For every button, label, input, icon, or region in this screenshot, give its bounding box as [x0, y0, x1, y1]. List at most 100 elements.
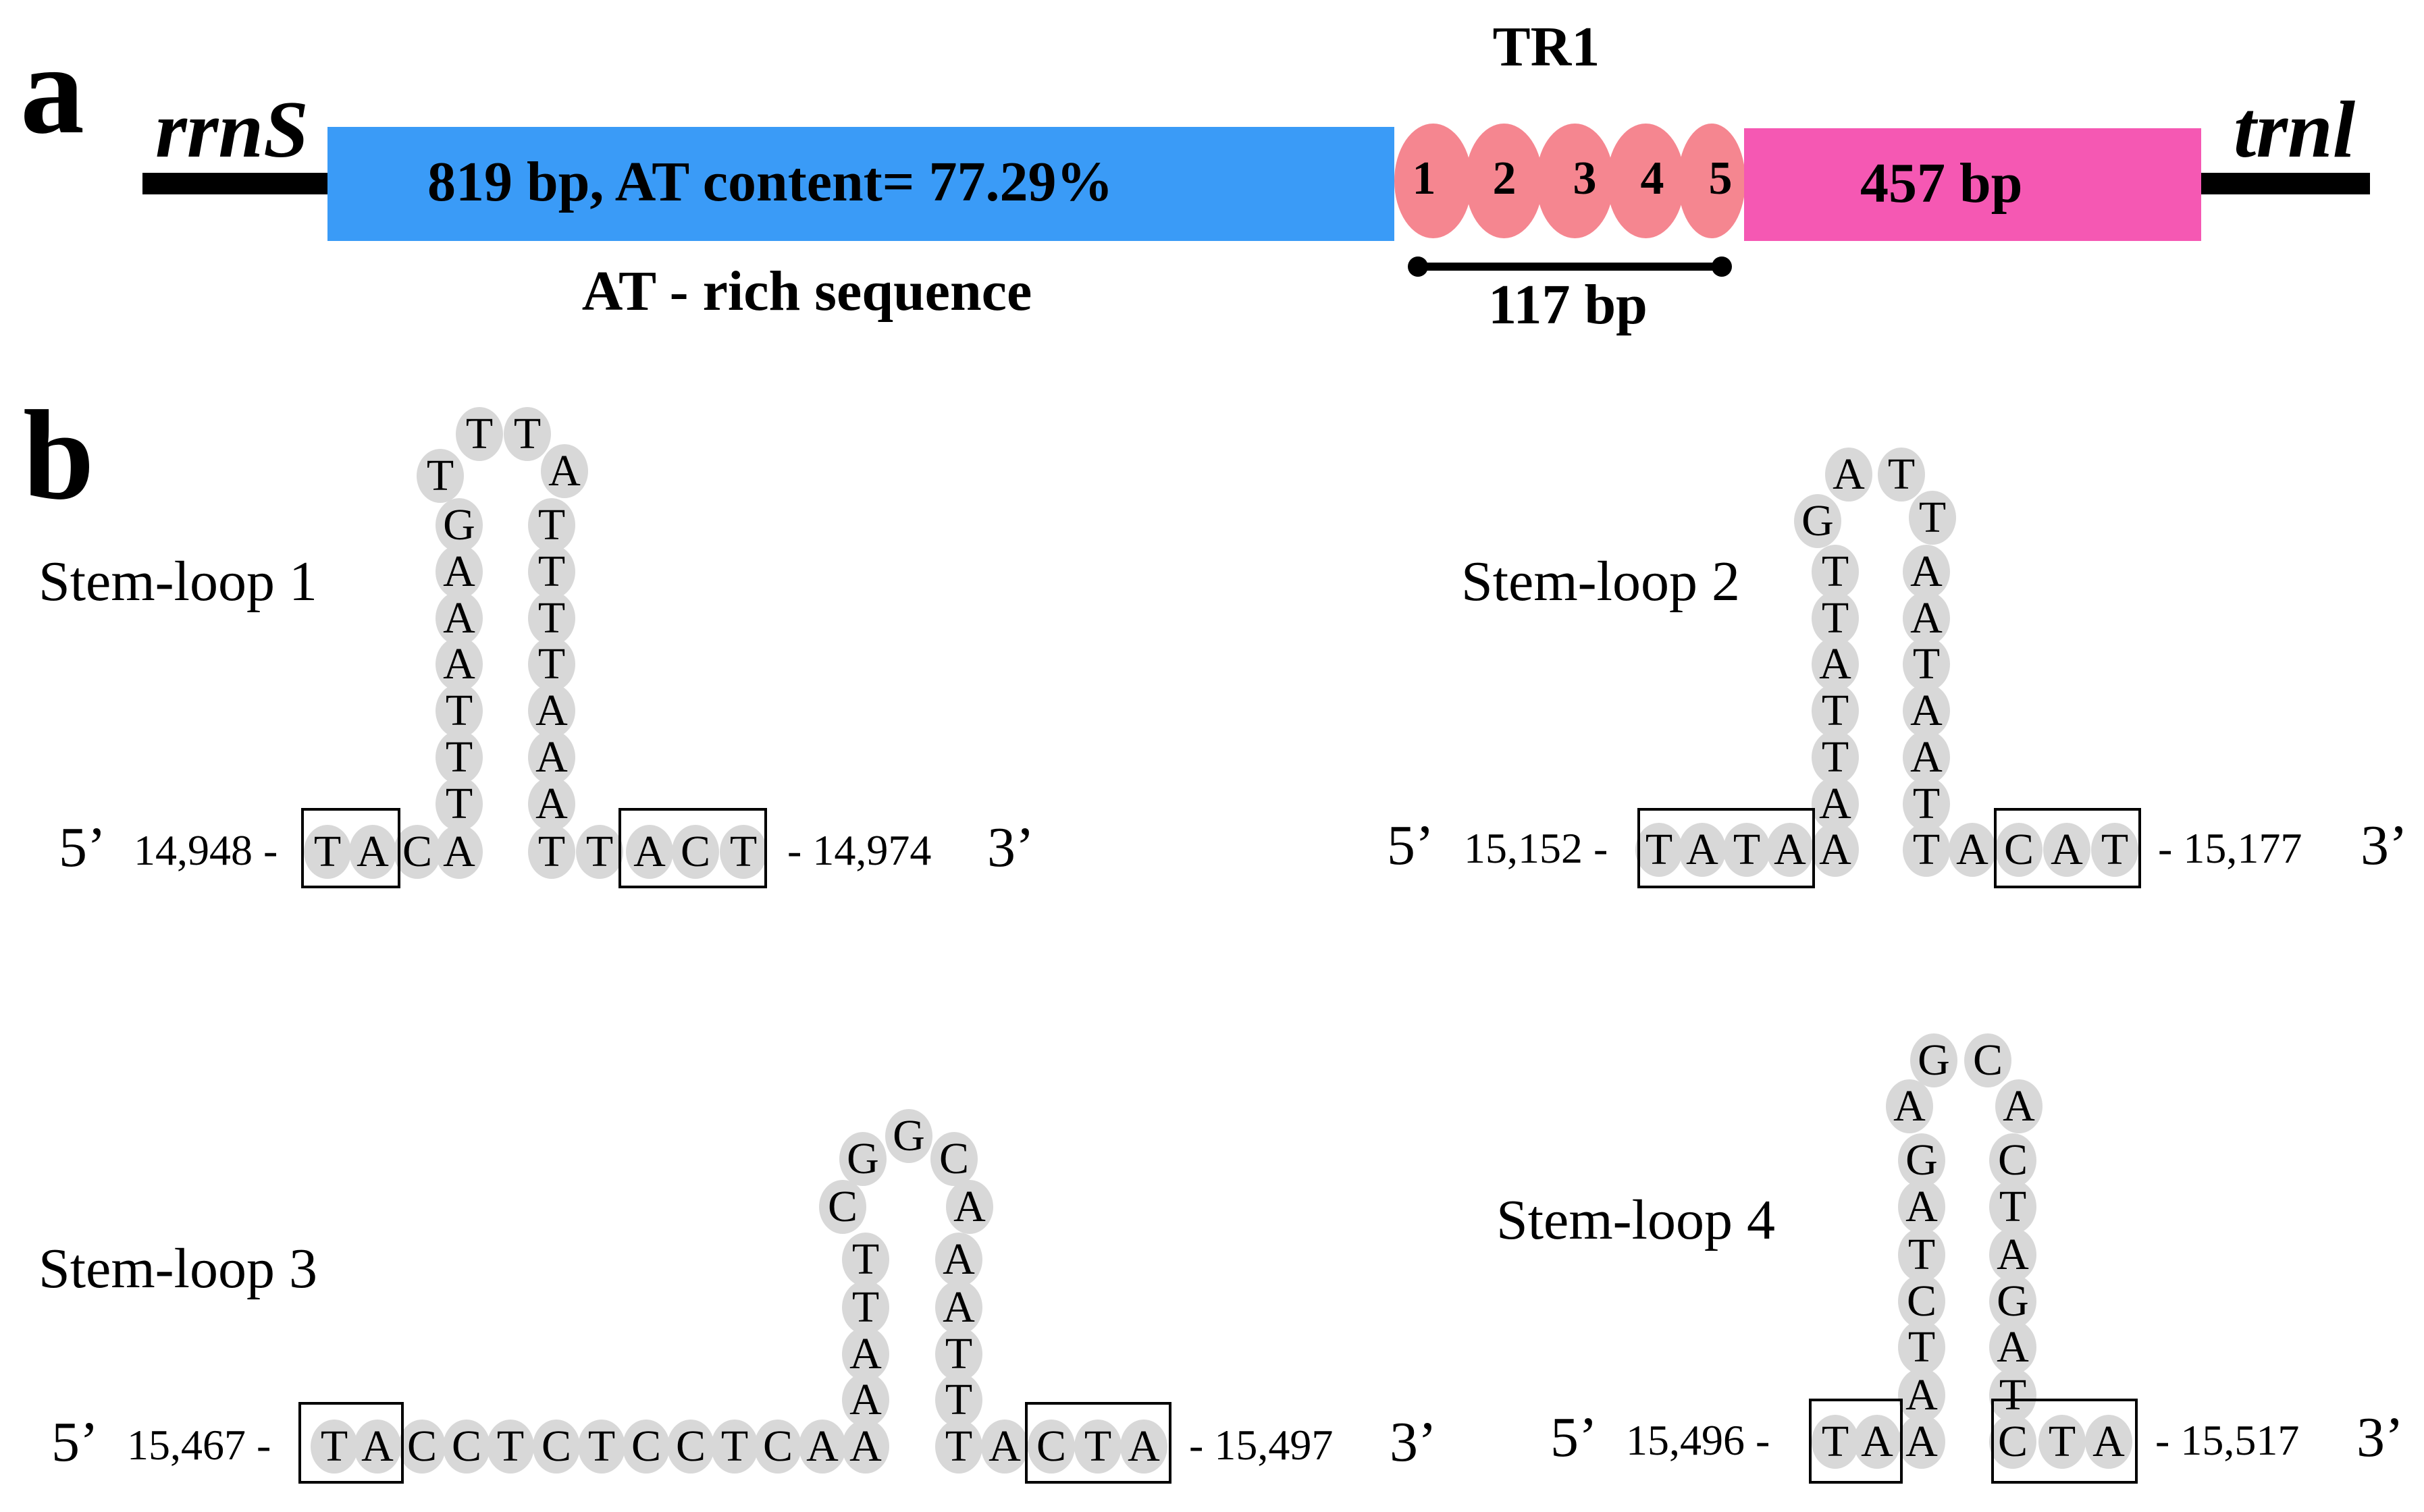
nucleotide: T: [1812, 1415, 1859, 1469]
nucleotide: C: [672, 825, 719, 879]
repeat-unit-1: [1394, 124, 1472, 238]
downstream-block: 457 bp: [1744, 128, 2201, 241]
nucleotide: T: [1812, 591, 1859, 645]
start-position: 15,152 -: [1464, 824, 1608, 872]
nucleotide: C: [1028, 1420, 1075, 1474]
nucleotide: G: [1989, 1274, 2036, 1328]
at-rich-block-label: 819 bp, AT content= 77.29%: [427, 151, 1113, 213]
nucleotide: T: [528, 591, 575, 645]
nucleotide: T: [436, 777, 483, 831]
nucleotide: A: [935, 1280, 982, 1334]
nucleotide: T: [1812, 684, 1859, 738]
nucleotide: T: [487, 1420, 534, 1474]
nucleotide: T: [528, 498, 575, 552]
five-prime-label: 5’: [1387, 814, 1434, 877]
nucleotide: T: [1898, 1320, 1945, 1374]
five-prime-label: 5’: [59, 816, 106, 879]
repeat-unit-3-label: 3: [1573, 153, 1597, 205]
nucleotide: A: [2085, 1415, 2132, 1469]
five-prime-label: 5’: [51, 1411, 99, 1474]
three-prime-label: 3’: [1390, 1411, 1437, 1474]
repeat-unit-4: [1607, 124, 1685, 238]
rrns-gene-label: rrnS: [155, 84, 309, 174]
at-rich-caption: AT - rich sequence: [581, 260, 1032, 323]
trnl-gene-line: [2201, 173, 2370, 194]
nucleotide: A: [842, 1420, 889, 1474]
repeat-unit-2-label: 2: [1492, 153, 1517, 205]
nucleotide: C: [533, 1420, 580, 1474]
nucleotide: T: [720, 825, 767, 879]
nucleotide: T: [842, 1280, 889, 1334]
nucleotide: C: [819, 1180, 866, 1234]
start-position: 15,467 -: [127, 1421, 271, 1469]
nucleotide: T: [1878, 448, 1925, 502]
nucleotide: A: [1812, 637, 1859, 691]
nucleotide: T: [935, 1373, 982, 1427]
nucleotide: A: [528, 777, 575, 831]
nucleotide: T: [935, 1420, 982, 1474]
nucleotide: T: [1635, 823, 1683, 877]
nucleotide: T: [935, 1327, 982, 1381]
repeat-unit-3: [1536, 124, 1614, 238]
nucleotide: A: [436, 545, 483, 599]
nucleotide: A: [626, 825, 673, 879]
nucleotide: C: [443, 1420, 490, 1474]
nucleotide: A: [528, 684, 575, 738]
rrns-gene-line: [142, 173, 329, 194]
nucleotide: A: [1949, 823, 1996, 877]
five-prime-label: 5’: [1550, 1406, 1598, 1469]
nucleotide: T: [1898, 1228, 1945, 1282]
nucleotide: A: [1903, 730, 1950, 784]
nucleotide: T: [417, 449, 464, 503]
panel-b-letter: b: [23, 385, 95, 526]
repeat-unit-4-label: 4: [1640, 153, 1664, 205]
nucleotide: T: [456, 407, 503, 461]
nucleotide: T: [576, 825, 623, 879]
three-prime-label: 3’: [2356, 1406, 2404, 1469]
at-rich-block: 819 bp, AT content= 77.29%: [327, 127, 1394, 241]
nucleotide: A: [946, 1180, 993, 1234]
nucleotide: T: [842, 1233, 889, 1287]
nucleotide: A: [1989, 1320, 2036, 1374]
nucleotide: T: [2038, 1415, 2086, 1469]
motif-box: [301, 808, 400, 888]
nucleotide: A: [436, 825, 483, 879]
nucleotide: A: [799, 1420, 846, 1474]
nucleotide: T: [528, 637, 575, 691]
panel-a-letter: a: [20, 19, 84, 161]
repeat-unit-5: [1678, 124, 1745, 238]
nucleotide: A: [436, 637, 483, 691]
nucleotide: T: [528, 545, 575, 599]
downstream-block-label: 457 bp: [1860, 152, 2023, 215]
nucleotide: C: [394, 825, 441, 879]
nucleotide: T: [1903, 823, 1950, 877]
bracket-right-end: [1712, 256, 1732, 277]
nucleotide: T: [304, 825, 351, 879]
nucleotide: C: [623, 1420, 670, 1474]
nucleotide: A: [1898, 1368, 1945, 1422]
stem-loop-title: Stem-loop 3: [38, 1237, 317, 1300]
nucleotide: T: [1909, 491, 1956, 545]
nucleotide: T: [711, 1420, 758, 1474]
nucleotide: C: [1995, 823, 2043, 877]
motif-box: [1994, 808, 2141, 888]
tr1-title: TR1: [1492, 16, 1600, 78]
nucleotide: A: [1903, 591, 1950, 645]
nucleotide: T: [1903, 637, 1950, 691]
end-position: - 14,974: [787, 826, 932, 874]
nucleotide: A: [1903, 684, 1950, 738]
repeat-unit-1-label: 1: [1412, 153, 1436, 205]
nucleotide: C: [1964, 1033, 2011, 1087]
tandem-repeat-units: 1 2 3 4 5: [1394, 124, 1745, 240]
end-position: - 15,517: [2155, 1416, 2300, 1464]
three-prime-label: 3’: [2361, 814, 2408, 877]
bracket-line: [1418, 263, 1722, 271]
nucleotide: T: [2091, 823, 2138, 877]
nucleotide: T: [311, 1420, 358, 1474]
nucleotide: T: [578, 1420, 625, 1474]
nucleotide: A: [1679, 823, 1726, 877]
nucleotide: T: [1074, 1420, 1122, 1474]
nucleotide: A: [541, 444, 588, 498]
nucleotide: A: [1995, 1079, 2043, 1133]
nucleotide: C: [398, 1420, 446, 1474]
